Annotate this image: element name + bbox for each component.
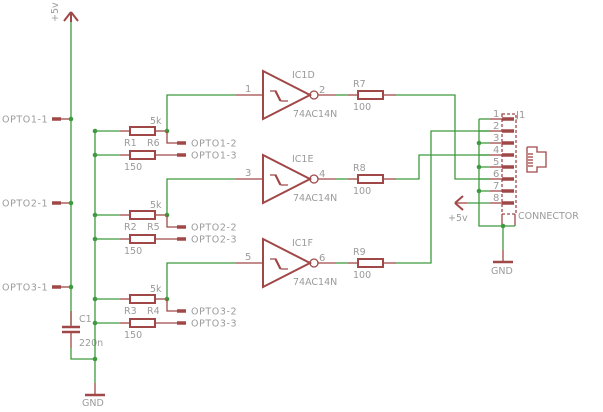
gate-in-pin: 3 [245, 168, 251, 179]
pullup-value: 5k [150, 200, 162, 211]
opto1-1-label: OPTO1-1 [2, 115, 48, 126]
pullup-value: 5k [150, 284, 162, 295]
pullup-ref: R5 [147, 222, 160, 233]
capacitor-c1: C1 220n [62, 311, 103, 349]
opto2-1-pin: OPTO2-1 [2, 199, 74, 210]
connector-vcc-label: +5v [448, 213, 468, 224]
connector-pin-5: 5 [479, 157, 514, 169]
output-resistor [357, 90, 384, 100]
connector-pin-7: 7 [479, 181, 514, 193]
hysteresis-icon [270, 90, 288, 102]
opto2-label: OPTO1-2 [191, 139, 237, 150]
c1-ref: C1 [79, 314, 92, 325]
output-resistor [357, 174, 384, 184]
out-res-value: 100 [353, 186, 371, 197]
gate-out-pin: 4 [319, 169, 325, 180]
r8-to-j1-pin4 [396, 154, 490, 180]
c1-gnd-wire [70, 348, 95, 360]
gate-ref: IC1E [292, 154, 313, 165]
output-resistor [357, 258, 384, 268]
series-resistor [129, 318, 156, 328]
series-value: 150 [124, 162, 142, 173]
connector-vcc-symbol: +5v [448, 195, 490, 224]
connector-pin-number: 5 [493, 157, 499, 168]
gate-part: 74AC14N [293, 193, 337, 204]
c1-value: 220n [79, 338, 103, 349]
opto3-1-pin: OPTO3-1 [2, 283, 74, 294]
channel-3: 5kR45OPTO3-2R3150OPTO3-3IC1F74AC14N6R910… [92, 237, 396, 341]
connector-pin-number: 4 [493, 145, 499, 156]
series-ref: R3 [124, 306, 137, 317]
connector-gnd-bus [478, 119, 515, 227]
opto3-1-label: OPTO3-1 [2, 283, 48, 294]
opto2-label: OPTO3-2 [191, 307, 237, 318]
series-value: 150 [124, 330, 142, 341]
gnd-left-label: GND [82, 398, 104, 409]
pullup-ref: R4 [147, 306, 160, 317]
pullup-resistor [129, 210, 156, 220]
series-resistor [129, 234, 156, 244]
pullup-value: 5k [150, 116, 162, 127]
out-res-ref: R7 [353, 79, 366, 90]
schmitt-inverter-gate: IC1F 74AC14N 6 [262, 237, 337, 289]
channel-2: 5kR53OPTO2-2R2150OPTO2-3IC1E74AC14N4R810… [92, 153, 396, 257]
gate-in-pin: 5 [245, 252, 251, 263]
pullup-resistor [129, 294, 156, 304]
gnd-symbol-left: GND [82, 383, 105, 409]
opto2-label: OPTO2-2 [191, 223, 237, 234]
gate-in-pin: 1 [245, 84, 251, 95]
r9-to-j1-pin2 [396, 130, 490, 264]
hysteresis-icon [270, 258, 288, 270]
opto2-1-label: OPTO2-1 [2, 199, 48, 210]
out-res-ref: R8 [353, 163, 366, 174]
connector-pin-number: 8 [493, 193, 499, 204]
connector-pin-3: 3 [479, 133, 514, 145]
opto3-label: OPTO2-3 [191, 235, 237, 246]
series-value: 150 [124, 246, 142, 257]
opto3-label: OPTO1-3 [191, 151, 237, 162]
j1-ref: J1 [515, 110, 525, 121]
vcc-symbol: +5v [50, 2, 79, 22]
vcc-label: +5v [50, 2, 61, 22]
connector-pin-number: 7 [493, 181, 499, 192]
connector-pin-number: 3 [493, 133, 499, 144]
out-res-value: 100 [353, 270, 371, 281]
hysteresis-icon [270, 174, 288, 186]
out-res-ref: R9 [353, 247, 366, 258]
connector-pin-number: 6 [493, 169, 499, 180]
connector-pin-1: 1 [479, 109, 514, 121]
series-ref: R1 [124, 138, 137, 149]
pullup-resistor [129, 126, 156, 136]
connector-pin-number: 2 [493, 121, 499, 132]
r7-to-j1-pin6 [396, 94, 490, 180]
connector-pin-number: 1 [493, 109, 499, 120]
rj45-jack-icon [526, 146, 547, 173]
j1-name: CONNECTOR [518, 211, 579, 222]
out-res-value: 100 [353, 102, 371, 113]
series-ref: R2 [124, 222, 137, 233]
schmitt-inverter-gate: IC1E 74AC14N 4 [262, 153, 337, 205]
opto3-label: OPTO3-3 [191, 319, 237, 330]
gate-out-pin: 6 [319, 253, 325, 264]
pullup-ref: R6 [147, 138, 160, 149]
gate-out-pin: 2 [319, 85, 325, 96]
connector-pin-8: 8 [490, 193, 514, 205]
gate-ref: IC1F [292, 238, 313, 249]
gate-ref: IC1D [292, 70, 315, 81]
series-resistor [129, 150, 156, 160]
gate-part: 74AC14N [293, 277, 337, 288]
opto1-1-pin: OPTO1-1 [2, 115, 74, 126]
gnd-right-label: GND [491, 266, 513, 277]
schmitt-inverter-gate: IC1D 74AC14N 2 [262, 69, 337, 121]
gnd-symbol-right: GND [491, 226, 513, 277]
gate-part: 74AC14N [293, 109, 337, 120]
